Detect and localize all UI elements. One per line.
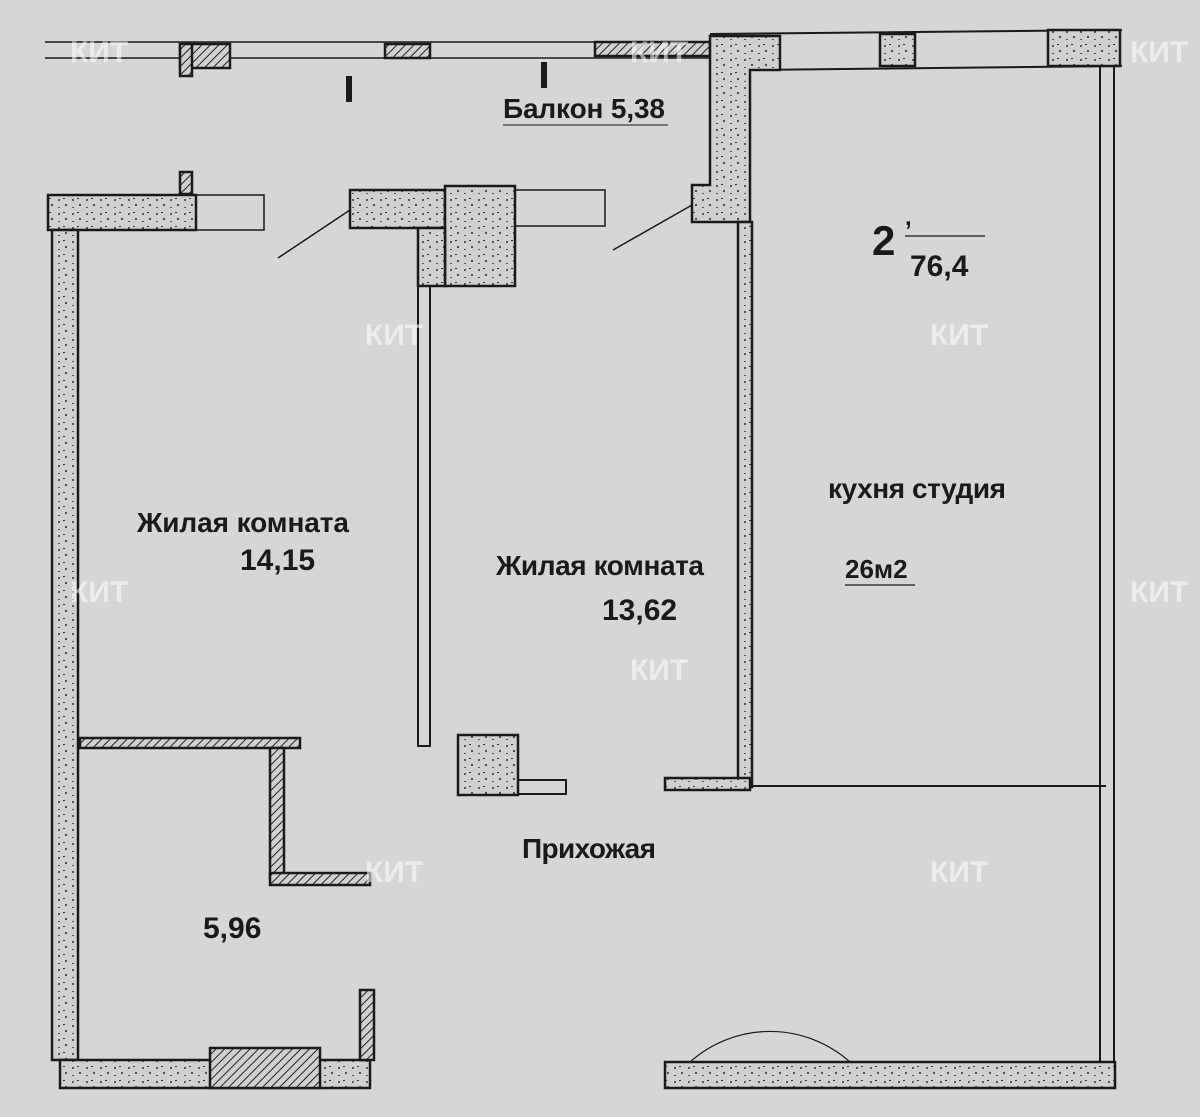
labels: Балкон 5,38 2 , 76,4 Жилая комната 14,15…: [136, 93, 1006, 945]
apartment-total-area: 76,4: [910, 250, 969, 283]
bathroom-area: 5,96: [203, 912, 261, 945]
watermark: КИТ: [930, 319, 988, 352]
room-2-name: Жилая комната: [495, 550, 704, 581]
watermark: КИТ: [70, 576, 128, 609]
apartment-separator: ,: [905, 204, 912, 231]
apartment-rooms-count: 2: [872, 217, 895, 264]
room-1-name: Жилая комната: [136, 507, 349, 538]
room-1-area: 14,15: [240, 544, 315, 577]
balcony-label: Балкон 5,38: [503, 93, 665, 124]
watermark: КИТ: [365, 319, 423, 352]
watermark: КИТ: [630, 36, 688, 69]
watermark: КИТ: [365, 856, 423, 889]
hallway-name: Прихожая: [522, 833, 656, 864]
room-2-area: 13,62: [602, 594, 677, 627]
watermark: КИТ: [630, 654, 688, 687]
kitchen-area: 26м2: [845, 554, 908, 584]
watermark: КИТ: [1130, 576, 1188, 609]
watermark: КИТ: [70, 36, 128, 69]
watermarks: КИТ КИТ КИТ КИТ КИТ КИТ КИТ КИТ КИТ КИТ: [70, 36, 1188, 889]
walls: [45, 28, 1123, 1090]
kitchen-name: кухня студия: [828, 473, 1006, 504]
watermark: КИТ: [930, 856, 988, 889]
watermark: КИТ: [1130, 36, 1188, 69]
